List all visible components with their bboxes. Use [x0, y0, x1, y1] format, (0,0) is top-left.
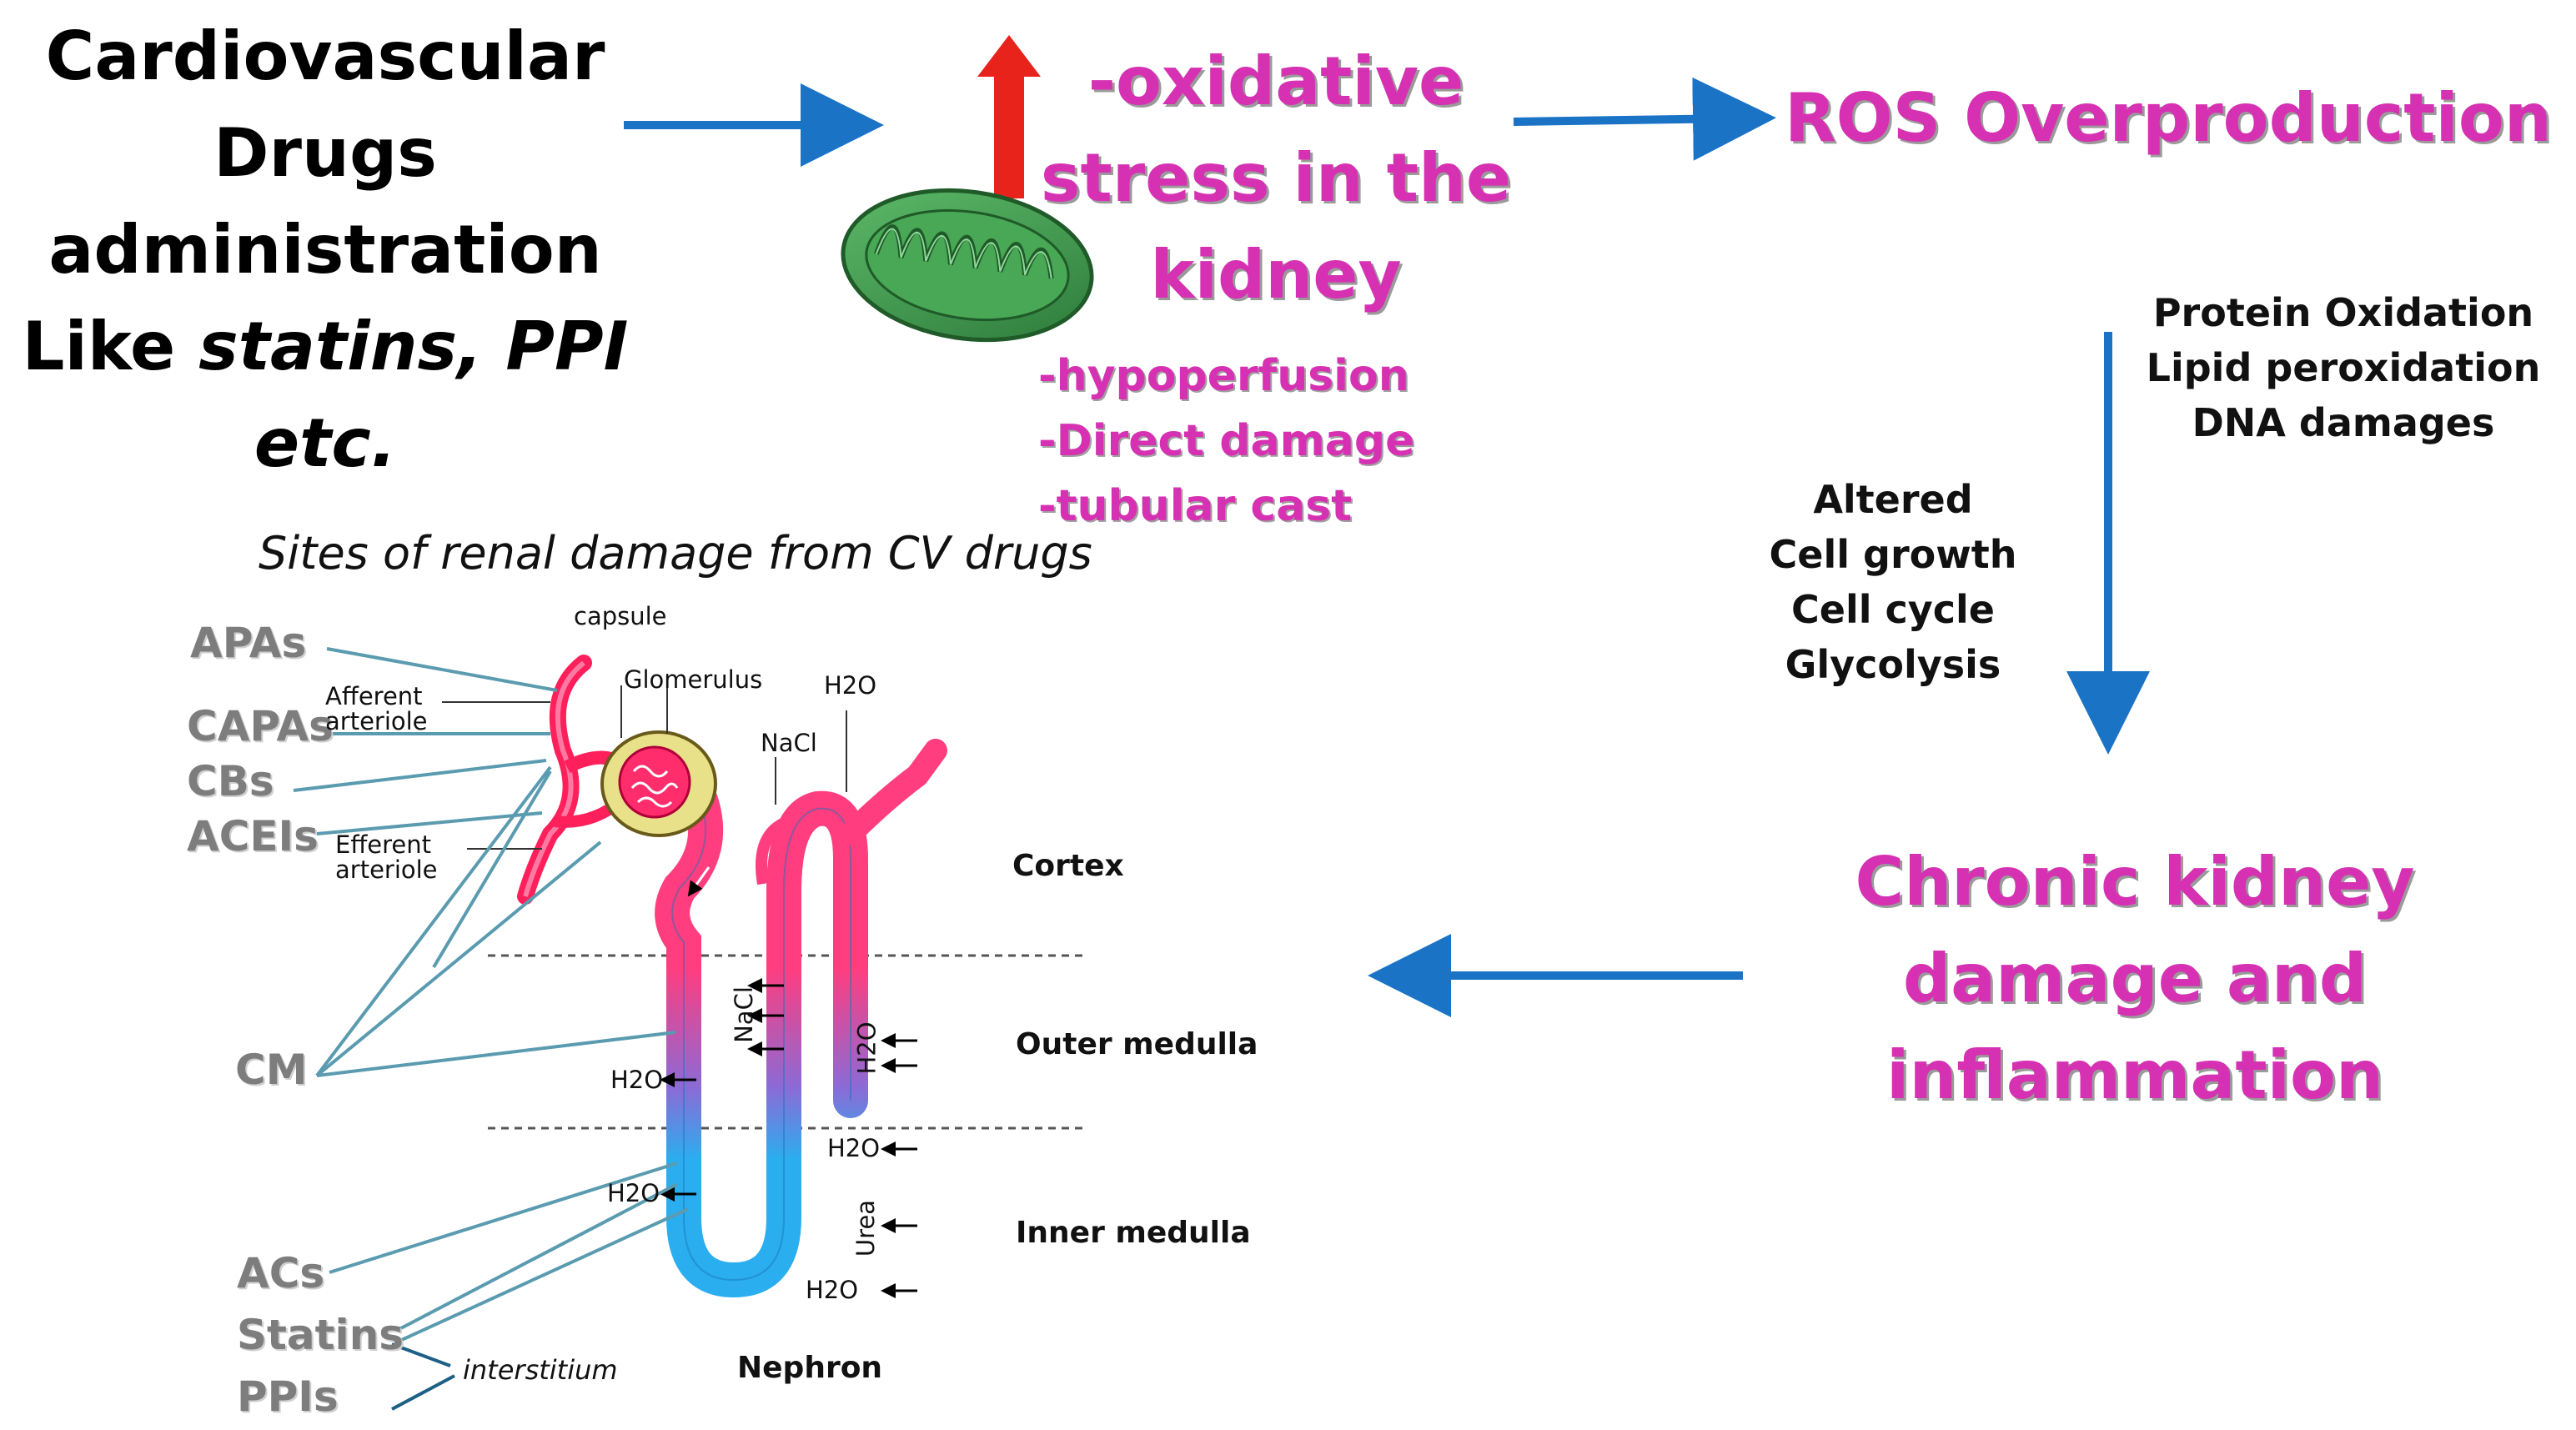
drug-label-ppis: PPIs [237, 1372, 339, 1421]
oxidative-line-2: stress in the [1040, 139, 1512, 217]
effect-item: Cell growth [1769, 532, 2017, 577]
chronic-kidney-damage-text: Chronic kidney damage and inflammation [1793, 834, 2477, 1124]
effect-item: Cell cycle [1791, 587, 1995, 632]
oxidative-damage-list: Protein Oxidation Lipid peroxidation DNA… [2135, 285, 2552, 450]
capsule-label: capsule [574, 602, 667, 630]
nacl-top-label: NaCl [761, 729, 817, 757]
drug-label-acs: ACs [237, 1249, 325, 1297]
drugs-line-3: administration [48, 211, 602, 289]
efferent-label-1: Efferent [335, 830, 432, 859]
drug-label-cm: CM [235, 1046, 308, 1094]
h2o-label-d: H2O [806, 1276, 859, 1304]
glomerulus-label: Glomerulus [624, 665, 763, 694]
oxidative-line-3: kidney [1150, 236, 1402, 314]
h2o-label-a: H2O [610, 1066, 664, 1094]
damage-item: DNA damages [2192, 400, 2495, 445]
drug-label-cbs: CBs [187, 757, 274, 805]
h2o-side-label: H2O [852, 1021, 881, 1075]
ros-overproduction-text: ROS Overproduction [1785, 79, 2552, 157]
drugs-line-2: Drugs [213, 114, 437, 192]
effect-item: Altered [1813, 477, 1973, 522]
red-up-arrow-icon [977, 35, 1041, 198]
oxidative-stress-text: -oxidative stress in the kidney [1026, 33, 1526, 324]
afferent-label-1: Afferent [325, 682, 423, 710]
drug-label-capas: CAPAs [187, 702, 334, 750]
damage-item: Lipid peroxidation [2146, 345, 2541, 390]
mechanism-item: -Direct damage [1038, 416, 1415, 466]
drugs-line-1: Cardiovascular [45, 18, 605, 95]
mechanism-list: -hypoperfusion -Direct damage -tubular c… [1038, 344, 1505, 539]
drug-label-apas: APAs [190, 619, 307, 667]
drugs-line-4: Like statins, PPI [22, 308, 629, 385]
nephron-illustration [442, 655, 1084, 1334]
glomerulus [618, 745, 691, 819]
efferent-label-2: arteriole [335, 855, 438, 884]
damage-item: Protein Oxidation [2152, 290, 2534, 335]
h2o-top-label: H2O [824, 671, 877, 700]
afferent-label-2: arteriole [325, 707, 428, 735]
cellular-effects-list: Altered Cell growth Cell cycle Glycolysi… [1751, 472, 2035, 692]
nephron-label: Nephron [737, 1351, 883, 1385]
ckd-line-2: damage and [1902, 940, 2368, 1017]
drugs-administration-text: Cardiovascular Drugs administration Like… [0, 8, 650, 492]
drug-label-aceis: ACEIs [187, 812, 319, 861]
drug-connector-lines [293, 647, 689, 1344]
mechanism-item: -tubular cast [1038, 481, 1353, 531]
h2o-label-c: H2O [607, 1179, 660, 1207]
diagram-title: Sites of renal damage from CV drugs [259, 527, 1092, 580]
interstitium-label: interstitium [463, 1354, 618, 1386]
h2o-label-b: H2O [827, 1134, 881, 1162]
oxidative-line-1: -oxidative [1087, 43, 1464, 120]
interstitium-lines [391, 1342, 455, 1411]
urea-label: Urea [851, 1199, 881, 1257]
zone-inner-medulla-label: Inner medulla [1016, 1216, 1251, 1250]
mitochondrion-icon [841, 188, 1094, 343]
ckd-line-1: Chronic kidney [1855, 843, 2415, 921]
arrow-stress-to-ros [1513, 77, 1776, 161]
effect-item: Glycolysis [1785, 642, 2001, 687]
nacl-side-label: NaCl [729, 986, 758, 1043]
zone-cortex-label: Cortex [1012, 849, 1124, 883]
drugs-line-5: etc. [254, 404, 397, 482]
drug-label-statins: Statins [237, 1311, 404, 1359]
ckd-line-3: inflammation [1886, 1036, 2383, 1114]
zone-outer-medulla-label: Outer medulla [1016, 1027, 1258, 1061]
mechanism-item: -hypoperfusion [1038, 351, 1409, 401]
